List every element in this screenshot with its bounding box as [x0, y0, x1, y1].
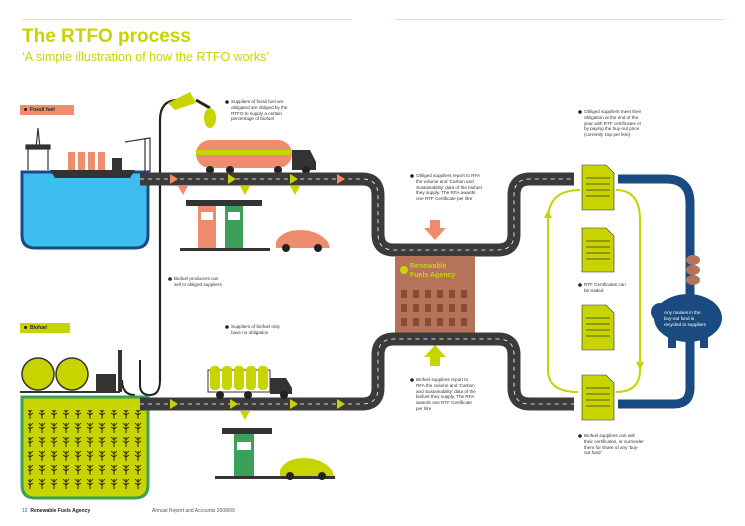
note-obliged-report: Obliged suppliers report to RFA the volu… — [416, 173, 482, 202]
note-buyout-fund: Any monies in the buy-out fund is recycl… — [664, 310, 706, 327]
fuel-station-bottom-icon — [215, 428, 335, 479]
certificate-cycle-right — [615, 189, 641, 393]
car-orange-icon — [276, 230, 330, 252]
crop-field — [28, 410, 144, 492]
biofuel-tanks-icon — [20, 350, 122, 393]
note-biofuel-report: Biofuel suppliers report to RFA the volu… — [416, 377, 476, 411]
biofuel-label: Biofuel — [30, 325, 47, 331]
page-number: 12 — [22, 508, 28, 514]
car-yellow-icon — [280, 458, 334, 480]
coins-icon — [686, 255, 700, 285]
note-meet-obligation: Obliged suppliers meet their obligation … — [584, 109, 642, 138]
fossil-water-basin — [20, 170, 150, 250]
report-arrow-fossil — [424, 220, 446, 240]
fossil-down-arrows — [178, 186, 300, 195]
note-certificates-traded: RTF Certificates can be traded — [584, 282, 626, 293]
piggy-bank-icon — [651, 294, 722, 348]
agency-label-line1: Renewable — [410, 263, 447, 270]
certificate-cycle-left — [547, 189, 581, 393]
fuel-pipe-lower — [139, 360, 161, 397]
oil-tanker-icon — [50, 152, 135, 178]
fossil-fuel-tag: Fossil fuel — [20, 105, 74, 115]
note-suppliers-obligated: Suppliers of fossil fuel are obligated a… — [231, 99, 288, 122]
page-title: The RTFO process — [22, 26, 191, 47]
fossil-fuel-label: Fossil fuel — [30, 107, 55, 113]
biofuel-tag: Biofuel — [20, 323, 70, 333]
note-biofuel-producers: Biofuel producers can sell to obliged su… — [174, 276, 222, 287]
report-arrow-biofuel — [424, 345, 446, 366]
biofuel-road-bottom — [140, 332, 574, 411]
footer-org: Renewable Fuels Agency — [30, 508, 91, 514]
header-rule-left — [22, 19, 352, 20]
oil-rig-icon — [25, 127, 51, 170]
biofuel-truck-icon — [207, 366, 292, 399]
footer-report: Annual Report and Accounts 2008/09 — [152, 508, 235, 514]
biofuel-flow-arrows — [170, 399, 345, 420]
buyout-route — [618, 174, 695, 409]
fossil-flow-arrows — [170, 174, 345, 184]
note-no-obligation: Suppliers of biofuel only have no obliga… — [231, 324, 280, 335]
agency-label-line2: Fuels Agency — [410, 272, 455, 279]
fuel-pipe — [158, 98, 179, 380]
fuel-station-top-icon — [180, 200, 270, 251]
footer-left: 12 Renewable Fuels Agency — [22, 508, 90, 514]
agency-building: Renewable Fuels Agency — [395, 256, 475, 336]
certificate-document-icon — [581, 164, 615, 421]
note-sell-certificates: Biofuel suppliers can sell their certifi… — [584, 433, 644, 456]
page-subtitle: ‘A simple illustration of how the RTFO w… — [22, 50, 270, 64]
fuel-nozzle-icon — [168, 92, 216, 128]
header-rule-right — [395, 19, 723, 20]
tanker-truck-icon — [196, 140, 316, 174]
crane-icon — [124, 137, 151, 172]
